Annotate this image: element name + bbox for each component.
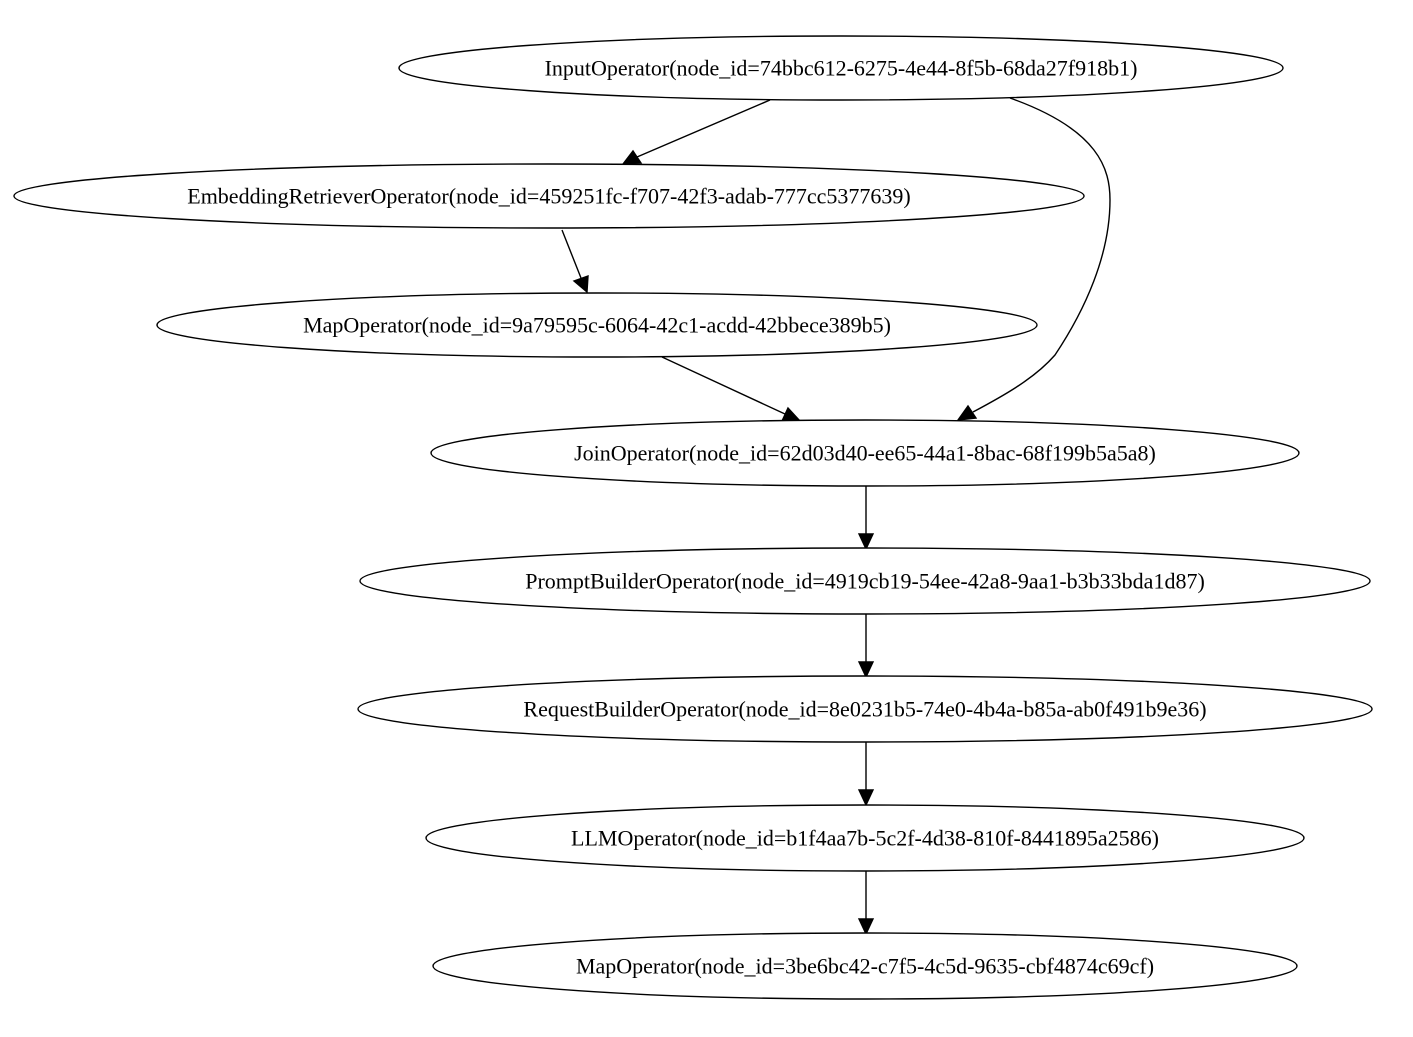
node-prompt-builder-operator-label: PromptBuilderOperator(node_id=4919cb19-5… [525, 569, 1205, 594]
node-input-operator-shape [398, 35, 1284, 101]
node-llm-operator[interactable]: LLMOperator(node_id=b1f4aa7b-5c2f-4d38-8… [425, 804, 1305, 872]
node-map-operator-2-shape [432, 932, 1298, 1000]
node-request-builder-operator-label: RequestBuilderOperator(node_id=8e0231b5-… [523, 697, 1206, 722]
node-input-operator[interactable]: InputOperator(node_id=74bbc612-6275-4e44… [398, 35, 1284, 101]
edge-prompt-builder-to-request-builder [857, 614, 875, 679]
edges [561, 97, 1111, 936]
node-embedding-retriever-operator[interactable]: EmbeddingRetrieverOperator(node_id=45925… [13, 163, 1085, 229]
node-join-operator-shape [430, 419, 1300, 487]
node-map-operator-1-label: MapOperator(node_id=9a79595c-6064-42c1-a… [303, 313, 891, 338]
node-join-operator-label: JoinOperator(node_id=62d03d40-ee65-44a1-… [574, 441, 1156, 466]
node-llm-operator-label: LLMOperator(node_id=b1f4aa7b-5c2f-4d38-8… [571, 826, 1159, 851]
node-request-builder-operator-shape [357, 675, 1373, 743]
edge-input-to-join [956, 97, 1111, 421]
edge-join-to-prompt-builder [857, 486, 875, 551]
node-request-builder-operator[interactable]: RequestBuilderOperator(node_id=8e0231b5-… [357, 675, 1373, 743]
nodes: InputOperator(node_id=74bbc612-6275-4e44… [13, 35, 1373, 1000]
node-map-operator-2-label: MapOperator(node_id=3be6bc42-c7f5-4c5d-9… [576, 954, 1154, 979]
node-llm-operator-shape [425, 804, 1305, 872]
node-map-operator-1[interactable]: MapOperator(node_id=9a79595c-6064-42c1-a… [156, 292, 1038, 358]
edge-embedding-retriever-to-map-1 [561, 229, 589, 294]
node-prompt-builder-operator-shape [359, 547, 1371, 615]
node-map-operator-1-shape [156, 292, 1038, 358]
node-input-operator-label: InputOperator(node_id=74bbc612-6275-4e44… [545, 56, 1138, 81]
node-map-operator-2[interactable]: MapOperator(node_id=3be6bc42-c7f5-4c5d-9… [432, 932, 1298, 1000]
node-embedding-retriever-operator-label: EmbeddingRetrieverOperator(node_id=45925… [187, 184, 911, 209]
edge-input-to-embedding-retriever [621, 99, 771, 165]
edge-request-builder-to-llm [857, 742, 875, 807]
node-prompt-builder-operator[interactable]: PromptBuilderOperator(node_id=4919cb19-5… [359, 547, 1371, 615]
edge-map-1-to-join [661, 356, 802, 422]
edge-llm-to-map-2 [857, 870, 875, 936]
node-embedding-retriever-operator-shape [13, 163, 1085, 229]
node-join-operator[interactable]: JoinOperator(node_id=62d03d40-ee65-44a1-… [430, 419, 1300, 487]
